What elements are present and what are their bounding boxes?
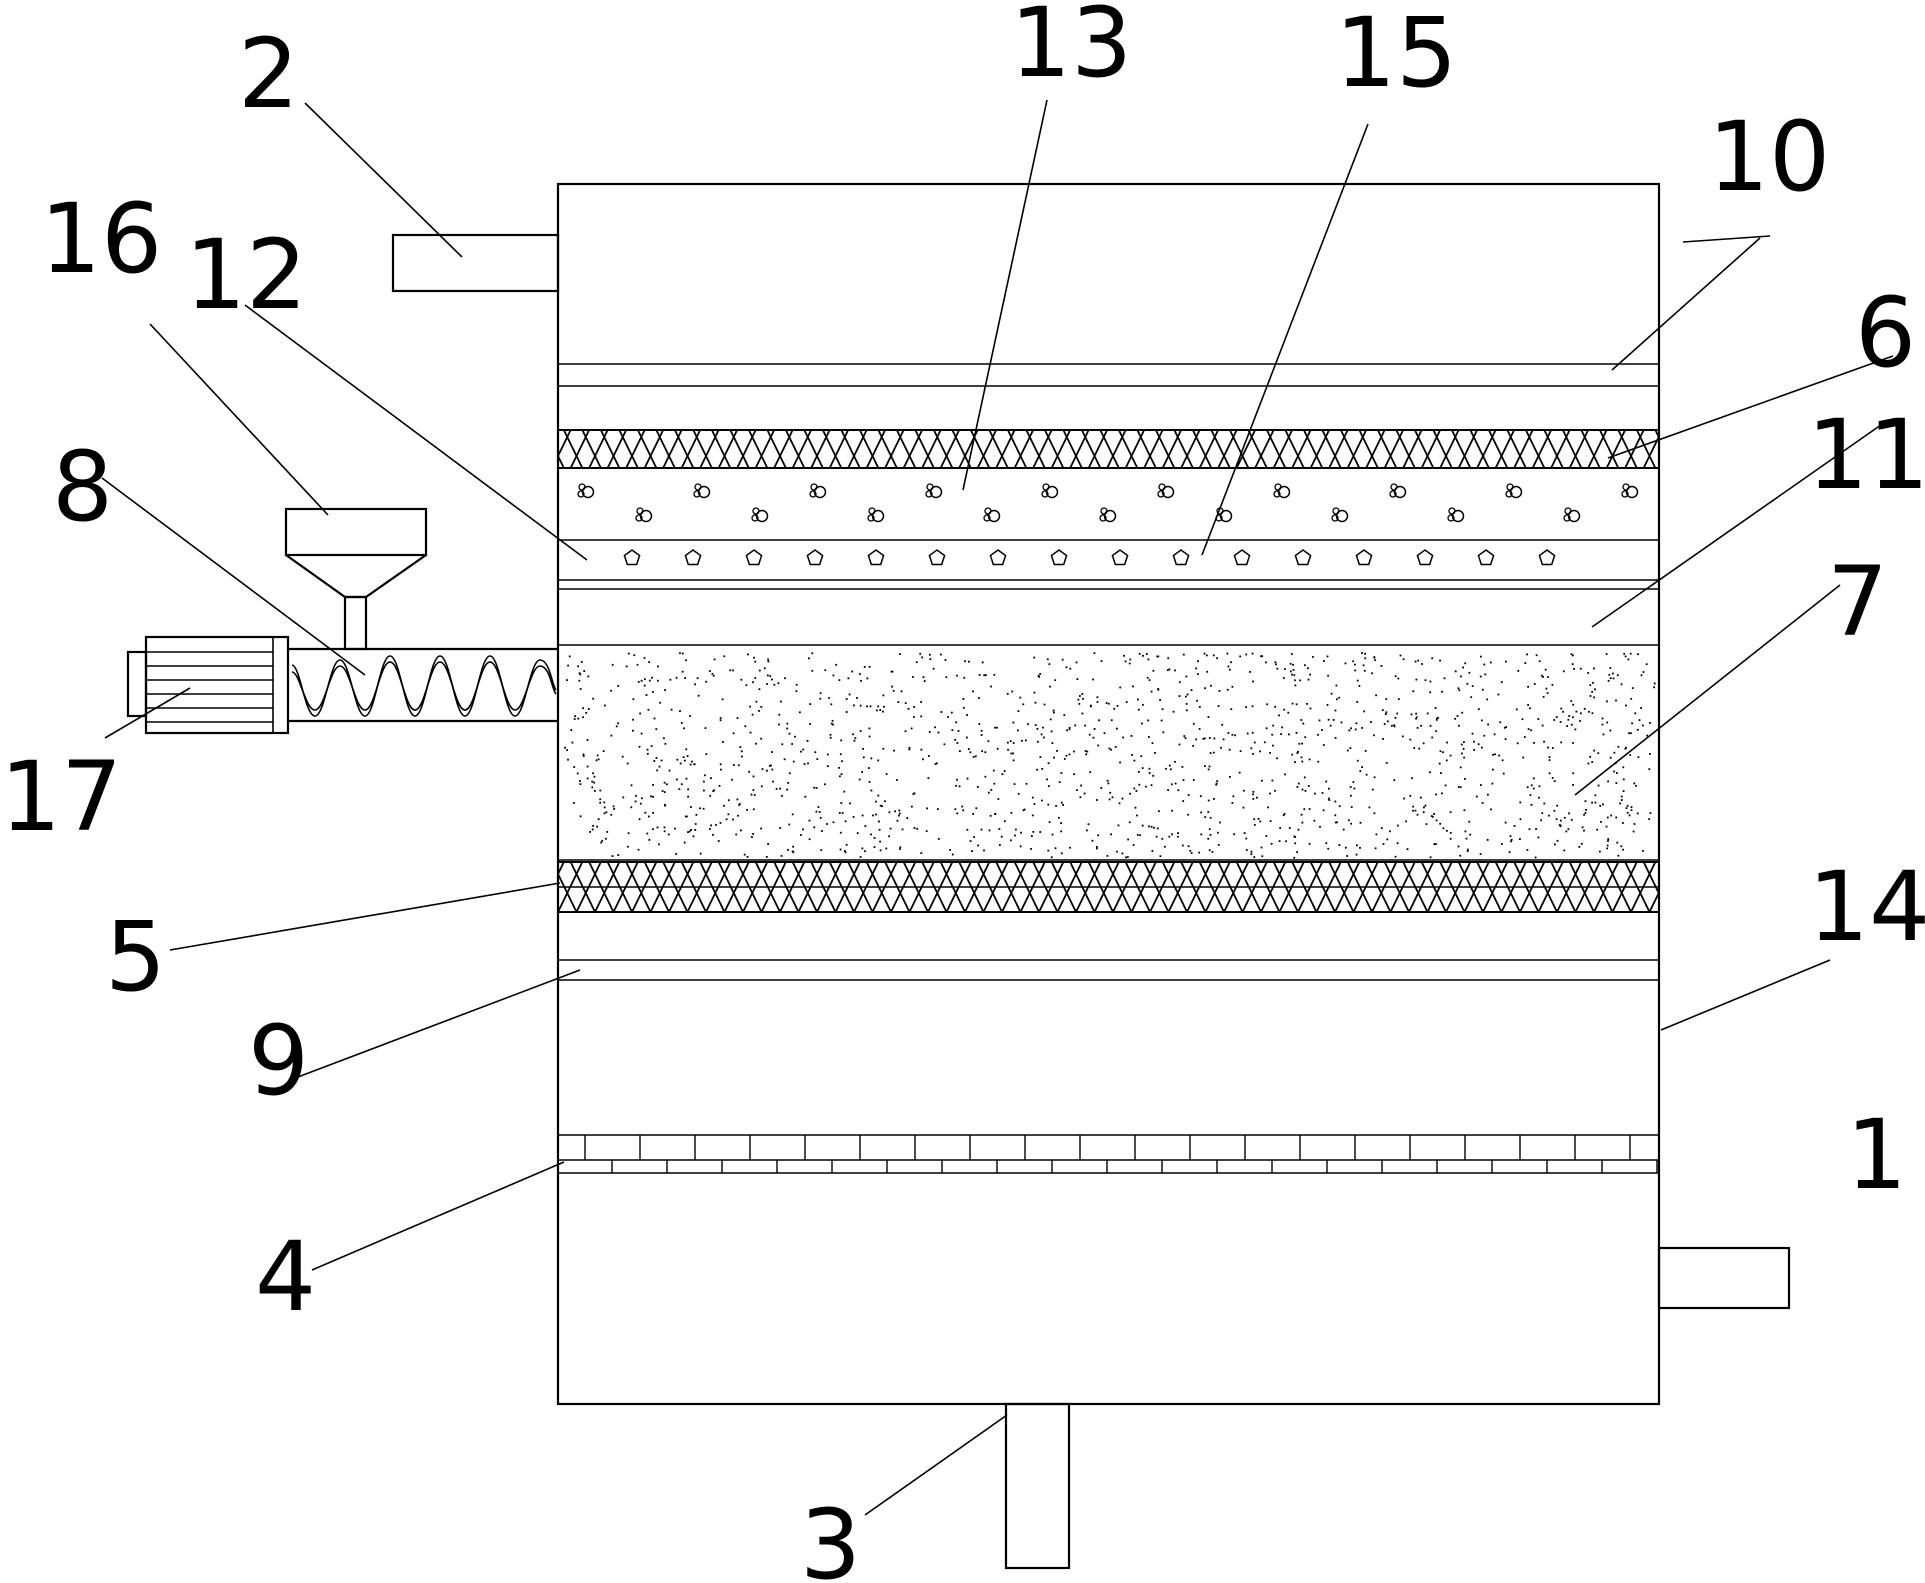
pentagon-particle [989,549,1007,566]
callout-16: 16 [40,183,162,295]
callout-15: 15 [1335,0,1457,109]
granule [1099,507,1117,523]
granule [925,483,943,499]
callout-7: 7 [1827,546,1888,658]
drive-motor [126,635,290,735]
granule [1563,507,1581,523]
pentagon-particle [1050,549,1068,566]
callout-1: 1 [1846,1099,1907,1211]
granule [635,507,653,523]
lower-plate [558,959,1659,981]
granule [1157,483,1175,499]
granule [1505,483,1523,499]
pentagon-particle [1111,549,1129,566]
granule [983,507,1001,523]
lower-mesh-layer [557,861,1660,913]
granule [751,507,769,523]
granule [1447,507,1465,523]
callout-8: 8 [52,431,113,543]
callout-4: 4 [255,1221,316,1333]
housing-body [556,182,1661,1406]
granule [1273,483,1291,499]
top-plate [558,363,1659,387]
support-grid [558,1134,1659,1174]
pentagon-particle [806,549,824,566]
granule [693,483,711,499]
callout-17: 17 [0,741,122,853]
callout-6: 6 [1855,277,1916,389]
callout-10: 10 [1708,101,1830,213]
pentagon-particle [1294,549,1312,566]
drain-pipe-bottom [1004,1402,1071,1570]
granule [1389,483,1407,499]
feed-hopper [284,507,428,651]
callout-12: 12 [185,219,307,331]
pentagon-layer [558,549,1659,581]
granule-layer [558,483,1659,541]
pentagon-particle [623,549,641,566]
pentagon-particle [928,549,946,566]
sand-layer [558,652,1659,861]
granule [809,483,827,499]
middle-plate [558,588,1659,646]
leader-lines [101,99,1894,1516]
pentagon-particle [1538,549,1556,566]
pentagon-particle [745,549,763,566]
pentagon-particle [1477,549,1495,566]
pentagon-particle [1355,549,1373,566]
granule [1041,483,1059,499]
callout-11: 11 [1807,399,1925,511]
pentagon-particle [1172,549,1190,566]
pentagon-particle [1416,549,1434,566]
inlet-pipe-top [391,233,560,293]
granule [577,483,595,499]
pentagon-particle [684,549,702,566]
granule [1331,507,1349,523]
pentagon-particle [1233,549,1251,566]
screw-conveyor [288,647,558,723]
callout-2: 2 [238,18,299,130]
callout-13: 13 [1010,0,1132,99]
granule [867,507,885,523]
pentagon-particle [867,549,885,566]
callout-3: 3 [800,1489,861,1583]
callout-5: 5 [105,901,166,1013]
granule [1621,483,1639,499]
callout-14: 14 [1808,851,1925,963]
upper-mesh-layer [557,429,1660,469]
callout-9: 9 [248,1005,309,1117]
outlet-pipe-right [1657,1246,1791,1310]
